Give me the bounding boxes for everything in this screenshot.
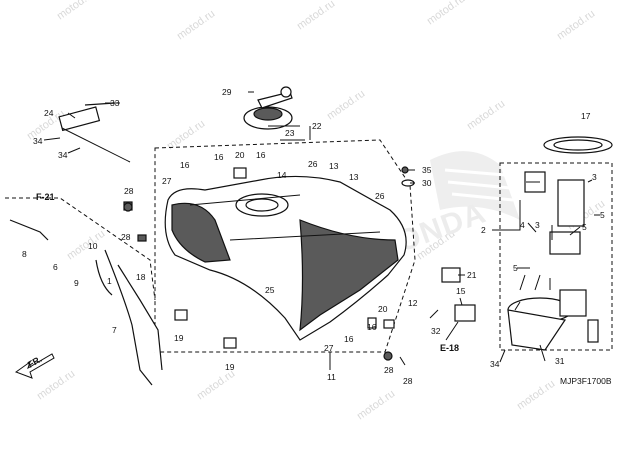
callout-28: 28 bbox=[121, 232, 131, 242]
callout-31: 31 bbox=[555, 356, 565, 366]
front-arrow-icon bbox=[14, 353, 55, 379]
watermark-text: motod.ru bbox=[55, 0, 97, 22]
callout-18: 18 bbox=[136, 272, 146, 282]
callout-10: 10 bbox=[88, 241, 98, 251]
pressure-sensor bbox=[454, 304, 476, 322]
callout-33: 33 bbox=[110, 98, 120, 108]
callout-5: 5 bbox=[513, 263, 518, 273]
callout-19: 19 bbox=[225, 362, 235, 372]
callout-4: 4 bbox=[520, 220, 525, 230]
callout-34: 34 bbox=[490, 359, 500, 369]
watermark-text: motod.ru bbox=[465, 98, 507, 133]
watermark-text: motod.ru bbox=[35, 368, 77, 403]
tank-group-boundary bbox=[154, 139, 416, 353]
callout-16: 16 bbox=[180, 160, 190, 170]
callout-16: 16 bbox=[367, 322, 377, 332]
bracket-part bbox=[58, 106, 101, 132]
callout-32: 32 bbox=[431, 326, 441, 336]
callout-22: 22 bbox=[312, 121, 322, 131]
callout-23: 23 bbox=[285, 128, 295, 138]
callout-24: 24 bbox=[44, 108, 54, 118]
part-callouts: 1 2 3 3 4 5 5 5 6 7 8 9 10 11 12 13 13 1… bbox=[22, 87, 605, 386]
callout-30: 30 bbox=[422, 178, 432, 188]
callout-28: 28 bbox=[384, 365, 394, 375]
watermark-text: motod.ru bbox=[65, 228, 107, 263]
callout-6: 6 bbox=[53, 262, 58, 272]
fuel-pump-assembly bbox=[507, 136, 613, 351]
leader-lines bbox=[43, 91, 600, 370]
watermark-text: motod.ru bbox=[175, 8, 217, 43]
section-ref-f21: F-21 bbox=[36, 192, 55, 202]
watermark-text: motod.ru bbox=[355, 388, 397, 423]
hoses bbox=[9, 219, 163, 386]
callout-20: 20 bbox=[235, 150, 245, 160]
callout-3: 3 bbox=[592, 172, 597, 182]
callout-11: 11 bbox=[327, 372, 336, 382]
callout-1: 1 bbox=[107, 276, 112, 286]
callout-13: 13 bbox=[349, 172, 359, 182]
callout-14: 14 bbox=[277, 170, 287, 180]
callout-2: 2 bbox=[481, 225, 486, 235]
callout-7: 7 bbox=[112, 325, 117, 335]
callout-28: 28 bbox=[403, 376, 413, 386]
callout-13: 13 bbox=[329, 161, 339, 171]
callout-9: 9 bbox=[74, 278, 79, 288]
diagram-code: MJP3F1700B bbox=[560, 376, 612, 386]
watermark-text: motod.ru bbox=[555, 8, 597, 43]
watermark-text: motod.ru bbox=[425, 0, 467, 27]
section-ref-e18: E-18 bbox=[440, 343, 459, 353]
watermark-text: motod.ru bbox=[295, 0, 337, 32]
callout-27: 27 bbox=[324, 343, 334, 353]
callout-16: 16 bbox=[214, 152, 224, 162]
bolt-part bbox=[401, 166, 409, 174]
fuel-tank bbox=[164, 175, 407, 341]
callout-16: 16 bbox=[344, 334, 354, 344]
watermark-text: motod.ru bbox=[325, 88, 367, 123]
callout-27: 27 bbox=[162, 176, 172, 186]
small-parts bbox=[58, 102, 476, 361]
callout-20: 20 bbox=[378, 304, 388, 314]
callout-5: 5 bbox=[582, 222, 587, 232]
callout-15: 15 bbox=[456, 286, 466, 296]
frame-outline bbox=[5, 197, 156, 301]
front-label: FR. bbox=[26, 354, 44, 370]
callout-8: 8 bbox=[22, 249, 27, 259]
rubber-part bbox=[174, 309, 188, 321]
callout-19: 19 bbox=[174, 333, 184, 343]
callout-3: 3 bbox=[535, 220, 540, 230]
watermark-text: motod.ru bbox=[195, 368, 237, 403]
callout-26: 26 bbox=[308, 159, 318, 169]
callout-35: 35 bbox=[422, 165, 432, 175]
callout-21: 21 bbox=[467, 270, 477, 280]
front-direction-indicator: FR. bbox=[14, 353, 55, 379]
callout-5: 5 bbox=[600, 210, 605, 220]
fuel-filler-cap bbox=[243, 86, 293, 130]
callout-16: 16 bbox=[256, 150, 266, 160]
callout-28: 28 bbox=[124, 186, 134, 196]
callout-12: 12 bbox=[408, 298, 418, 308]
callout-17: 17 bbox=[581, 111, 591, 121]
callout-29: 29 bbox=[222, 87, 232, 97]
sensor-part bbox=[441, 267, 461, 283]
watermark-text: motod.ru bbox=[515, 378, 557, 413]
callout-34: 34 bbox=[58, 150, 68, 160]
callout-26: 26 bbox=[375, 191, 385, 201]
callout-25: 25 bbox=[265, 285, 275, 295]
callout-34: 34 bbox=[33, 136, 43, 146]
